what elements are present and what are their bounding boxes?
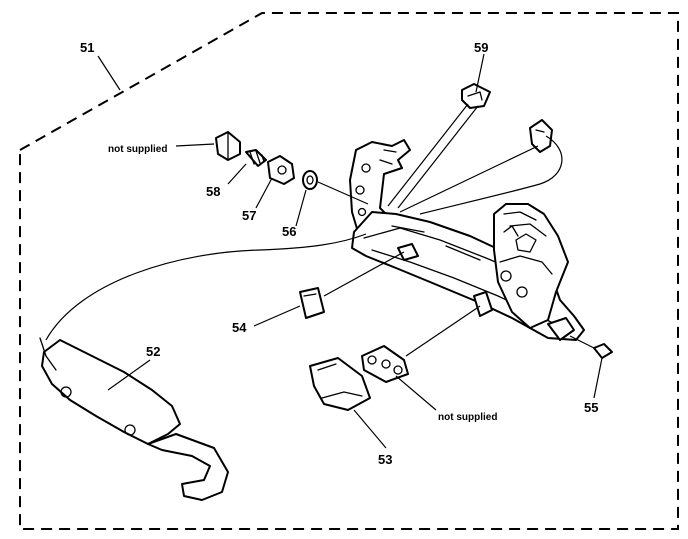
part-51-pin [215, 131, 241, 161]
connecting-lines [45, 103, 595, 357]
part-53-pad [309, 357, 371, 411]
callout-54: 54 [232, 320, 247, 335]
part-54-bracket [299, 287, 325, 319]
leader-not-supplied-upper [175, 143, 215, 147]
part-59-clip [461, 83, 491, 109]
callout-56: 56 [282, 224, 296, 239]
part-55-nut [593, 343, 613, 359]
part-plate-not-supplied [361, 345, 409, 383]
callout-labels: 51 52 53 54 55 56 57 58 59 not supplied … [80, 40, 598, 467]
callout-58: 58 [206, 184, 220, 199]
part-55-clip [529, 119, 553, 153]
callout-57: 57 [242, 208, 256, 223]
leader-56 [295, 189, 307, 227]
callout-52: 52 [146, 344, 160, 359]
leader-53 [353, 409, 387, 449]
callout-59: 59 [474, 40, 488, 55]
leader-54 [253, 305, 301, 327]
main-frame-assembly [349, 139, 585, 341]
assembly-boundary [19, 12, 679, 530]
callout-55: 55 [584, 400, 598, 415]
part-56-washer [302, 170, 318, 190]
leader-not-supplied-lower [395, 375, 437, 411]
part-58-spring [245, 149, 267, 167]
part-52-wrap [39, 337, 229, 501]
leader-51 [97, 55, 121, 91]
leader-57 [255, 177, 273, 209]
callout-51: 51 [80, 40, 94, 55]
callout-53: 53 [378, 452, 392, 467]
leader-55 [593, 357, 603, 399]
note-not-supplied-upper: not supplied [108, 144, 167, 155]
note-not-supplied-lower: not supplied [438, 412, 497, 423]
callout-leaders [97, 53, 603, 449]
leader-59 [475, 53, 485, 93]
leader-58 [227, 163, 247, 185]
part-57-bracket [267, 155, 295, 185]
leader-52 [107, 359, 151, 391]
